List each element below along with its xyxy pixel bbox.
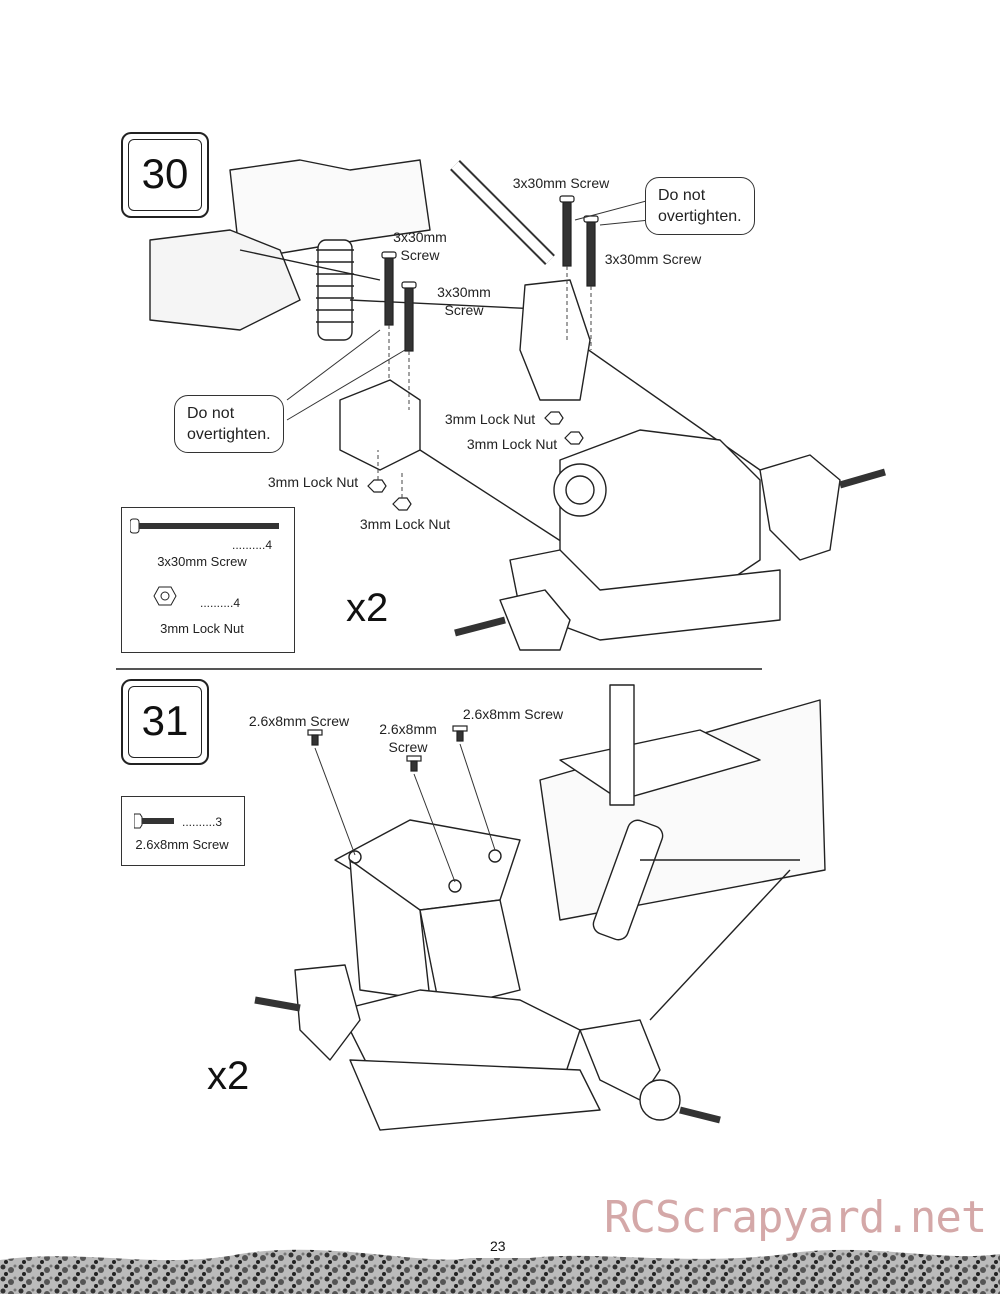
part-qty-screw: ..........4 xyxy=(232,538,273,552)
step-30-screw-label-top-right: 3x30mm Screw xyxy=(512,175,610,191)
step-31-multiplier: x2 xyxy=(207,1054,250,1098)
watermark: RCScrapyard.net xyxy=(604,1192,987,1243)
page-number: 23 xyxy=(484,1238,512,1254)
step-30-illustration xyxy=(149,159,886,651)
part-name-nut: 3mm Lock Nut xyxy=(160,621,244,636)
step-31-number: 31 xyxy=(128,686,202,758)
step-31-number-box: 31 xyxy=(121,679,209,765)
step-31-screw-label-b: 2.6x8mm Screw xyxy=(379,721,437,755)
step-30-nut-label-b: 3mm Lock Nut xyxy=(466,436,558,452)
step-30-screw-label-left-a: 3x30mm Screw xyxy=(393,229,447,263)
step-30-screw-label-left-b: 3x30mm Screw xyxy=(437,284,491,318)
lock-nut-icon xyxy=(153,586,177,606)
step-30-nut-label-d: 3mm Lock Nut xyxy=(359,516,451,532)
step-31-parts-box: ..........3 2.6x8mm Screw xyxy=(121,796,245,866)
gravel-footer-graphic xyxy=(0,1249,1000,1294)
step-30-nut-label-a: 3mm Lock Nut xyxy=(444,411,536,427)
screw-2.6x8-icon xyxy=(134,813,174,829)
part-name-screw-2.6x8: 2.6x8mm Screw xyxy=(135,837,229,852)
step-30-nut-label-c: 3mm Lock Nut xyxy=(267,474,359,490)
part-qty-nut: ..........4 xyxy=(200,596,241,610)
step-31-illustration xyxy=(254,684,826,1131)
step-30-callout-right: Do not overtighten. xyxy=(645,177,755,235)
section-divider xyxy=(116,668,762,670)
step-31-screw-label-c: 2.6x8mm Screw xyxy=(462,706,564,722)
step-30-callout-left: Do not overtighten. xyxy=(174,395,284,453)
step-30-number: 30 xyxy=(128,139,202,211)
screw-3x30-icon xyxy=(130,518,279,534)
part-name-screw: 3x30mm Screw xyxy=(157,554,247,569)
step-30-number-box: 30 xyxy=(121,132,209,218)
step-30-multiplier: x2 xyxy=(346,586,389,630)
part-qty-screw-2.6x8: ..........3 xyxy=(182,815,223,829)
step-31-screw-label-a: 2.6x8mm Screw xyxy=(248,713,350,729)
step-30-parts-box: ..........4 3x30mm Screw ..........4 3mm… xyxy=(121,507,295,653)
step-30-screw-label-right: 3x30mm Screw xyxy=(604,251,702,267)
